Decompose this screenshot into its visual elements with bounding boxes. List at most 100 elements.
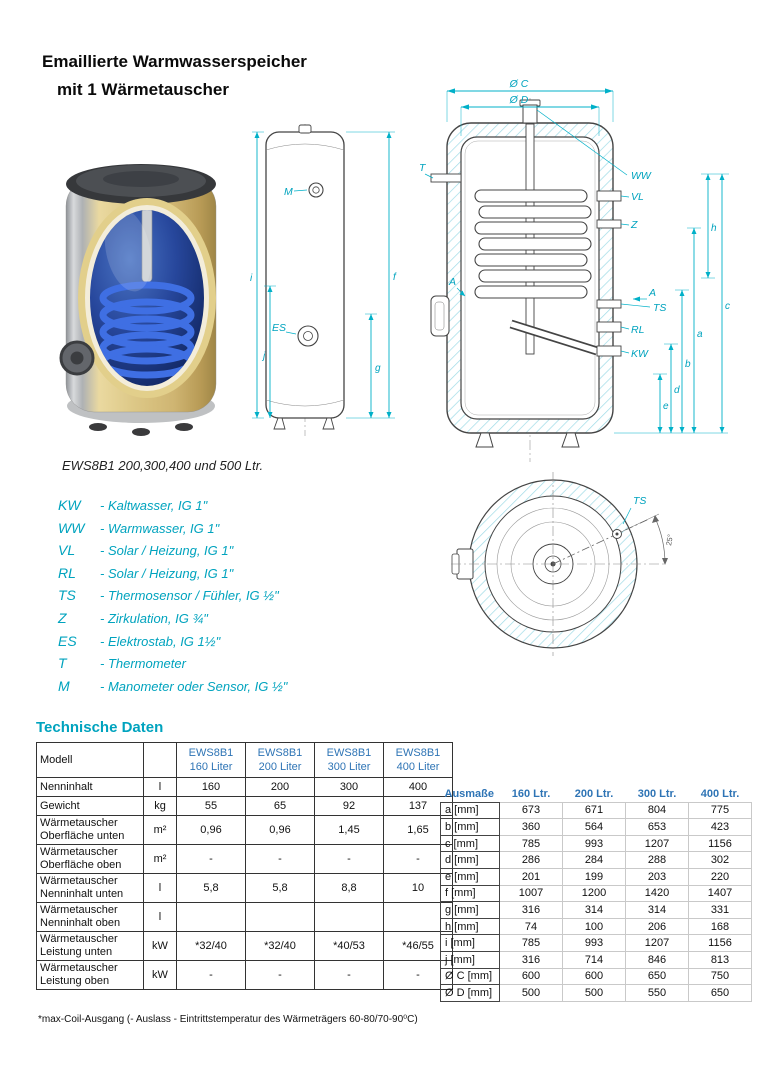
dim-header-cell: Ausmaße (444, 787, 495, 800)
dome-weld-line (265, 399, 345, 407)
table-row: Gewicht kg 55 65 92 137 (36, 796, 453, 816)
row-label-cell: Wärmetauscher Oberfläche oben (36, 844, 144, 874)
port-label-kw: KW (631, 348, 649, 360)
top-view-drawing: TS 25° (451, 472, 675, 656)
table-row: Ø D [mm] 500 500 550 650 (440, 984, 752, 1002)
dim-label-cell: f [mm] (440, 884, 500, 903)
dim-header-cell: 300 Ltr. (637, 787, 677, 800)
value-cell: *32/40 (245, 931, 315, 961)
legend-item: WW- Warmwasser, IG 1" (58, 520, 287, 543)
leader-line (285, 331, 297, 335)
arc-arrowhead (662, 558, 668, 565)
dim-label-od: Ø D (509, 94, 529, 106)
dim-header-cell: 200 Ltr. (574, 787, 614, 800)
dim-value-cell: 785 (499, 934, 563, 952)
kw-port (596, 345, 622, 357)
dim-value-cell: 284 (562, 851, 626, 869)
rl-port (596, 321, 622, 333)
dim-value-cell: 564 (562, 818, 626, 836)
heat-exchanger-coil (474, 189, 592, 299)
dim-value-cell: 302 (688, 851, 752, 869)
dim-value-cell: 650 (688, 984, 752, 1002)
cleaning-flange (430, 295, 450, 337)
table-row: f [mm] 1007 1200 1420 1407 (440, 884, 752, 903)
dim-value-cell: 714 (562, 950, 626, 969)
legend-code: TS (58, 587, 76, 604)
row-label-cell: Gewicht (36, 796, 144, 816)
legend-item: ES- Elektrostab, IG 1½" (58, 633, 287, 656)
dim-value-cell: 331 (688, 901, 752, 919)
dimension-arrowheads (254, 132, 392, 418)
manometer-port-inner (312, 186, 320, 194)
value-cell: 200 (245, 777, 315, 797)
cross-section-drawing: Ø C Ø D T WW VL Z TS RL KW A A h c a b d… (419, 78, 730, 462)
dim-value-cell: 846 (625, 950, 689, 969)
dim-label-j: j (261, 351, 266, 362)
value-cell: *32/40 (176, 931, 246, 961)
table-row: g [mm] 316 314 314 331 (440, 901, 752, 919)
dim-label-cell: e [mm] (440, 867, 500, 886)
dim-label-cell: Ø C [mm] (440, 967, 500, 986)
dim-value-cell: 993 (562, 934, 626, 952)
legend-desc: - Warmwasser, IG 1" (100, 520, 220, 536)
dim-value-cell: 423 (688, 818, 752, 836)
ts-port (596, 299, 622, 309)
table-row: Wärmetauscher Leistung oben kW - - - - (36, 960, 453, 990)
thermometer-port (430, 173, 462, 183)
legend-item: M- Manometer oder Sensor, IG ½" (58, 678, 287, 701)
unit-cell: m² (143, 815, 177, 845)
dim-value-cell: 673 (499, 801, 563, 820)
model-header-cell: EWS8B1 200 Liter (245, 742, 315, 778)
title-line-2: mit 1 Wärmetauscher (57, 80, 229, 99)
inlet-pipe-bore (510, 321, 598, 354)
dim-value-cell: 993 (562, 834, 626, 853)
unit-cell: l (143, 902, 177, 932)
ts-axis-extension (622, 513, 660, 532)
dim-value-cell: 74 (499, 917, 563, 936)
value-cell: 0,96 (245, 815, 315, 845)
legend-code: M (58, 677, 70, 694)
dim-label-cell: j [mm] (440, 950, 500, 969)
dim-value-cell: 206 (625, 917, 689, 936)
dim-header-cell: 160 Ltr. (511, 787, 551, 800)
dim-label-h: h (711, 223, 717, 234)
value-cell (245, 902, 315, 932)
legend-code: VL (58, 542, 76, 559)
table-row: i [mm] 785 993 1207 1156 (440, 934, 752, 952)
table-row: c [mm] 785 993 1207 1156 (440, 834, 752, 853)
dim-value-cell: 288 (625, 851, 689, 869)
table-row: e [mm] 201 199 203 220 (440, 867, 752, 886)
value-cell: - (314, 844, 384, 874)
table-row: Wärmetauscher Oberfläche oben m² - - - - (36, 844, 453, 874)
port-label-vl: VL (631, 191, 644, 203)
legend-desc: - Solar / Heizung, IG 1" (100, 543, 234, 559)
legend-desc: - Zirkulation, IG ¾" (100, 610, 208, 626)
dim-value-cell: 1407 (688, 884, 752, 903)
table-row: Wärmetauscher Nenninhalt unten l 5,8 5,8… (36, 873, 453, 903)
value-cell: 55 (176, 796, 246, 816)
legend-code: KW (58, 497, 81, 513)
section-marker-a-left: A (448, 276, 456, 288)
dim-label-a: a (697, 329, 703, 340)
dim-label-oc: Ø C (509, 78, 529, 90)
angle-arc (654, 516, 666, 565)
dim-value-cell: 653 (625, 818, 689, 836)
leader-line (622, 507, 632, 525)
value-cell: 5,8 (176, 873, 246, 903)
table-row: Nenninhalt l 160 200 300 400 (36, 777, 453, 797)
ts-axis-line (552, 518, 650, 565)
dim-value-cell: 1420 (625, 884, 689, 903)
gloss-highlight (104, 210, 152, 292)
dim-label-g: g (375, 363, 381, 374)
dim-header-cell: 400 Ltr. (700, 787, 740, 800)
legend-desc: - Solar / Heizung, IG 1" (100, 565, 234, 581)
dim-label-e: e (663, 401, 669, 412)
flange-cap-center (70, 351, 84, 365)
legend-desc: - Thermosensor / Fühler, IG ½" (100, 588, 279, 604)
foot (175, 423, 193, 431)
legend-item: Z- Zirkulation, IG ¾" (58, 610, 287, 633)
model-header-cell: EWS8B1 400 Liter (383, 742, 453, 778)
value-cell: 5,8 (245, 873, 315, 903)
value-cell: *40/53 (314, 931, 384, 961)
